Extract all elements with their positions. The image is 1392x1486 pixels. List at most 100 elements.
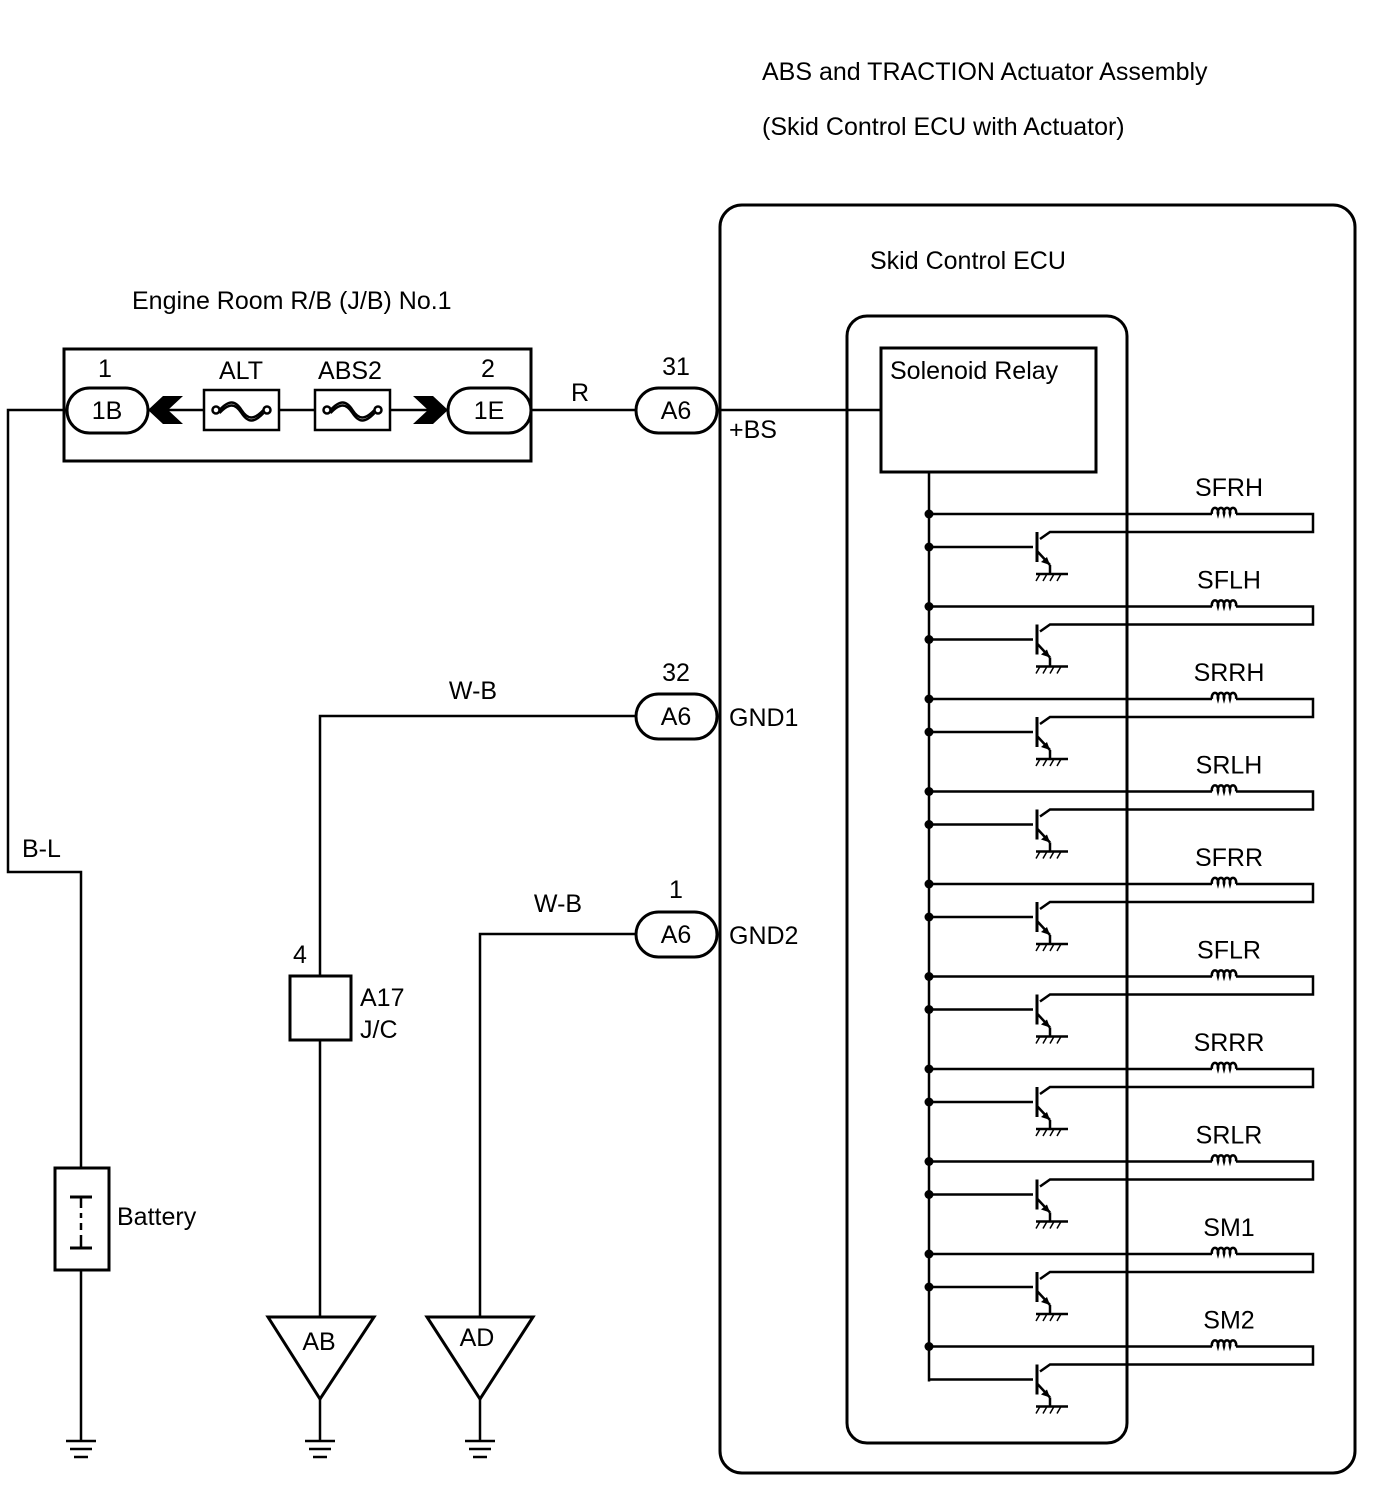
solenoid-circuit-sflr: SFLR: [924, 937, 1315, 1044]
transistor-icon: [1035, 532, 1052, 574]
transistor-icon: [1035, 1087, 1052, 1129]
solenoid-circuit-sfrh: SFRH: [924, 474, 1315, 582]
solenoid-coil-icon: [1210, 599, 1238, 612]
skid-control-ecu-box: [845, 314, 1129, 1445]
connector-a6-32-label: A6: [661, 703, 692, 731]
terminal-bs-label: +BS: [729, 416, 777, 444]
fuse-abs2-label: ABS2: [318, 357, 382, 385]
connector-a6-32: [634, 692, 719, 741]
ground-point-ab-label: AB: [302, 1328, 335, 1356]
ground-point-ad: [424, 1315, 536, 1402]
solenoid-label: SFLR: [1197, 937, 1261, 965]
solenoid-label: SFRR: [1195, 844, 1263, 872]
wire-bl-label: B-L: [22, 835, 61, 863]
ground-point-ad-label: AD: [460, 1324, 495, 1352]
transistor-icon: [1035, 1179, 1052, 1222]
connector-arrow-right-icon: [413, 396, 448, 424]
connector-1b-pin: 1: [98, 355, 112, 383]
junction-connector-pin: 4: [293, 941, 307, 969]
solenoid-label: SRLR: [1196, 1122, 1263, 1150]
transistor-icon: [1035, 1364, 1052, 1407]
chassis-ground-icon: [1035, 1220, 1068, 1229]
ground-icon: [66, 1439, 96, 1459]
transistor-icon: [1035, 624, 1052, 667]
chassis-ground-icon: [1035, 942, 1068, 952]
wire-wb1-label: W-B: [449, 677, 497, 705]
chassis-ground-icon: [1035, 1035, 1068, 1044]
solenoid-coil-icon: [1210, 1061, 1238, 1074]
ground-icon: [305, 1439, 335, 1459]
chassis-ground-icon: [1035, 572, 1068, 582]
connector-a6-31-label: A6: [661, 397, 692, 425]
transistor-icon: [1035, 717, 1052, 759]
chassis-ground-icon: [1035, 1312, 1068, 1322]
solenoid-circuit-srrr: SRRR: [924, 1029, 1315, 1137]
assembly-title: ABS and TRACTION Actuator Assembly: [762, 58, 1208, 86]
transistor-icon: [1035, 902, 1052, 944]
solenoid-coil-icon: [1210, 1339, 1238, 1352]
solenoid-circuit-srrh: SRRH: [924, 659, 1315, 767]
connector-1e: [446, 386, 533, 435]
junction-block-title: Engine Room R/B (J/B) No.1: [132, 287, 452, 315]
solenoid-circuit-srlr: SRLR: [924, 1122, 1315, 1229]
solenoid-label: SRRR: [1194, 1029, 1265, 1057]
chassis-ground-icon: [1035, 1405, 1068, 1414]
ground-point-ab: [265, 1315, 377, 1402]
transistor-icon: [1035, 809, 1052, 852]
solenoid-coil-icon: [1210, 506, 1238, 519]
connector-arrow-left-icon: [148, 396, 183, 424]
solenoid-coil-icon: [1210, 691, 1238, 704]
solenoid-label: SM1: [1203, 1214, 1254, 1242]
solenoid-coil-icon: [1210, 969, 1238, 982]
solenoid-relay: [879, 346, 1098, 474]
terminal-gnd1-label: GND1: [729, 704, 798, 732]
connector-1b: [65, 386, 150, 435]
fuse-alt-label: ALT: [219, 357, 263, 385]
chassis-ground-icon: [1035, 1127, 1068, 1137]
solenoid-coil-icon: [1210, 876, 1238, 889]
ground-icon: [465, 1439, 495, 1459]
skid-control-ecu-label: Skid Control ECU: [870, 247, 1066, 275]
solenoid-label: SRRH: [1194, 659, 1265, 687]
chassis-ground-icon: [1035, 665, 1068, 674]
solenoid-label: SRLH: [1196, 752, 1263, 780]
junction-connector-name: A17: [360, 984, 404, 1012]
transistor-icon: [1035, 994, 1052, 1037]
solenoid-circuit-srlh: SRLH: [924, 752, 1315, 859]
connector-1e-label: 1E: [474, 397, 505, 425]
assembly-subtitle: (Skid Control ECU with Actuator): [762, 113, 1125, 141]
junction-connector-a17: [288, 974, 353, 1042]
battery-label: Battery: [117, 1203, 197, 1231]
wire-wb2-label: W-B: [534, 890, 582, 918]
chassis-ground-icon: [1035, 850, 1068, 859]
connector-1b-label: 1B: [92, 397, 123, 425]
fuse-abs2: [313, 388, 392, 432]
solenoid-label: SM2: [1203, 1307, 1254, 1335]
connector-a6-1: [634, 910, 719, 959]
solenoid-circuit-sflh: SFLH: [924, 567, 1315, 674]
actuator-assembly-box: [718, 203, 1357, 1475]
solenoid-circuit-sfrr: SFRR: [924, 844, 1315, 952]
solenoid-relay-label: Solenoid Relay: [890, 357, 1059, 385]
solenoid-circuit-sm1: SM1: [924, 1214, 1315, 1322]
connector-a6-32-pin: 32: [662, 659, 690, 687]
solenoid-label: SFRH: [1195, 474, 1263, 502]
battery-icon: [53, 1166, 111, 1272]
connector-a6-31: [634, 386, 719, 435]
solenoid-coil-icon: [1210, 784, 1238, 797]
wires: [6, 408, 881, 1440]
solenoid-label: SFLH: [1197, 567, 1261, 595]
wire-r-label: R: [571, 379, 589, 407]
solenoid-coil-icon: [1210, 1154, 1238, 1167]
connector-1e-pin: 2: [481, 355, 495, 383]
fuse-alt: [202, 388, 281, 432]
junction-connector-type: J/C: [360, 1016, 398, 1044]
transistor-icon: [1035, 1272, 1052, 1314]
solenoid-coil-icon: [1210, 1246, 1238, 1259]
connector-a6-1-label: A6: [661, 921, 692, 949]
connector-a6-31-pin: 31: [662, 353, 690, 381]
chassis-ground-icon: [1035, 757, 1068, 767]
solenoid-circuit-sm2: SM2: [924, 1307, 1315, 1414]
